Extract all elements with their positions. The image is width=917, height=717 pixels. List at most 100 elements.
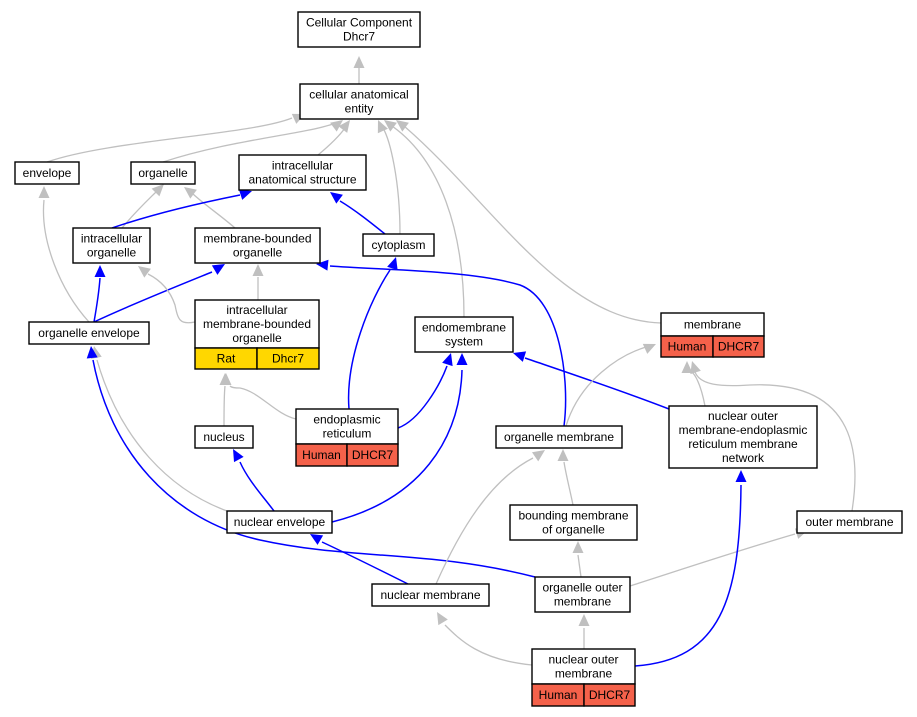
arrowhead-19 [513,351,527,362]
arrowhead-9 [238,189,252,200]
node-box-outermem [796,510,903,534]
is-a-edge-24 [223,385,226,427]
arrowhead-22 [690,361,701,375]
arrowhead-5 [384,120,397,132]
arrowhead-30 [531,450,545,462]
part-of-edge-25 [239,461,275,512]
node-cyto[interactable]: cytoplasm [362,233,435,257]
part-of-edge-9 [111,194,241,229]
arrowhead-34 [437,612,448,626]
node-label-oom-1: membrane [554,595,612,609]
node-box-nucleus [194,425,254,449]
is-a-edge-5 [391,125,465,318]
species-label-nom: Human [539,688,578,702]
is-a-edge-4 [382,127,401,235]
node-label-endosys-1: system [445,335,483,349]
node-box-organelle [130,161,196,185]
arrowhead-4 [377,120,388,134]
is-a-edge-14 [147,273,196,324]
gene-label-er: DHCR7 [352,448,394,462]
node-label-imbo-0: intracellular [226,303,287,317]
node-box-cae [299,83,419,120]
part-of-edge-16 [329,265,567,427]
node-nucmem[interactable]: nuclear membrane [371,583,490,607]
is-a-edge-26 [96,359,228,512]
node-box-nucmem [371,583,490,607]
node-label-oom-0: organelle outer [542,581,622,595]
node-box-imbo [194,299,320,349]
node-label-er-0: endoplasmic [313,413,380,427]
arrowhead-12 [94,265,106,277]
node-label-mbo-1: organelle [233,246,283,260]
arrowhead-36 [735,470,747,482]
node-nucleus[interactable]: nucleus [194,425,254,449]
is-a-edge-20 [687,370,706,407]
part-of-edge-18 [397,365,448,429]
arrowhead-29 [310,534,324,545]
arrowhead-14 [138,266,151,278]
node-label-nomern-3: network [722,451,765,465]
node-orgenv[interactable]: organelle envelope [28,321,150,345]
node-nomern[interactable]: nuclear outermembrane-endoplasmicreticul… [668,405,818,469]
edges-layer [38,56,856,667]
node-label-cyto-0: cytoplasm [371,238,425,252]
node-box-er [295,408,399,445]
arrowhead-2 [330,120,343,132]
is-a-edge-34 [444,624,533,666]
node-box-orgmem [495,425,623,449]
gene-cell-imbo [256,347,320,370]
node-organelle[interactable]: organelle [130,161,196,185]
is-a-edge-11 [42,199,90,323]
node-imbo[interactable]: intracellularmembrane-boundedorganelleRa… [194,299,320,370]
is-a-edge-1 [46,117,293,163]
arrowhead-6 [396,120,409,132]
species-label-membrane: Human [668,340,707,354]
part-of-edge-27 [331,369,463,523]
is-a-edge-22 [694,371,856,512]
arrowhead-11 [38,186,50,198]
node-label-nucenv-0: nuclear envelope [234,515,326,529]
arrowhead-16 [316,259,329,271]
is-a-edge-8 [192,193,236,229]
is-a-edge-32 [577,554,582,578]
node-box-root [297,11,421,48]
is-a-edge-31 [563,461,574,506]
node-label-io-0: intracellular [81,232,142,246]
node-label-membrane-0: membrane [684,318,742,332]
node-outermem[interactable]: outer membrane [796,510,903,534]
node-label-nomern-0: nuclear outer [708,409,778,423]
node-label-io-1: organelle [87,246,137,260]
is-a-edge-30 [435,457,534,585]
part-of-edge-29 [321,541,409,585]
node-label-nucleus-0: nucleus [203,430,244,444]
node-label-bmo-1: of organelle [542,523,605,537]
arrowhead-17 [387,257,398,271]
node-label-orgenv-0: organelle envelope [38,326,140,340]
gene-cell-membrane [712,335,765,358]
node-label-er-1: reticulum [323,427,372,441]
node-nucenv[interactable]: nuclear envelope [226,510,333,534]
part-of-edge-19 [524,357,670,410]
node-envelope[interactable]: envelope [14,161,80,185]
arrowhead-13 [211,264,225,275]
node-label-outermem-0: outer membrane [805,515,893,529]
node-label-cae-0: cellular anatomical [309,88,408,102]
node-box-oom [534,576,631,613]
node-label-ias-0: intracellular [272,159,333,173]
arrowhead-18 [442,353,453,367]
node-label-mbo-0: membrane-bounded [203,232,311,246]
node-label-root-0: Cellular Component [306,16,413,30]
node-orgmem[interactable]: organelle membrane [495,425,623,449]
